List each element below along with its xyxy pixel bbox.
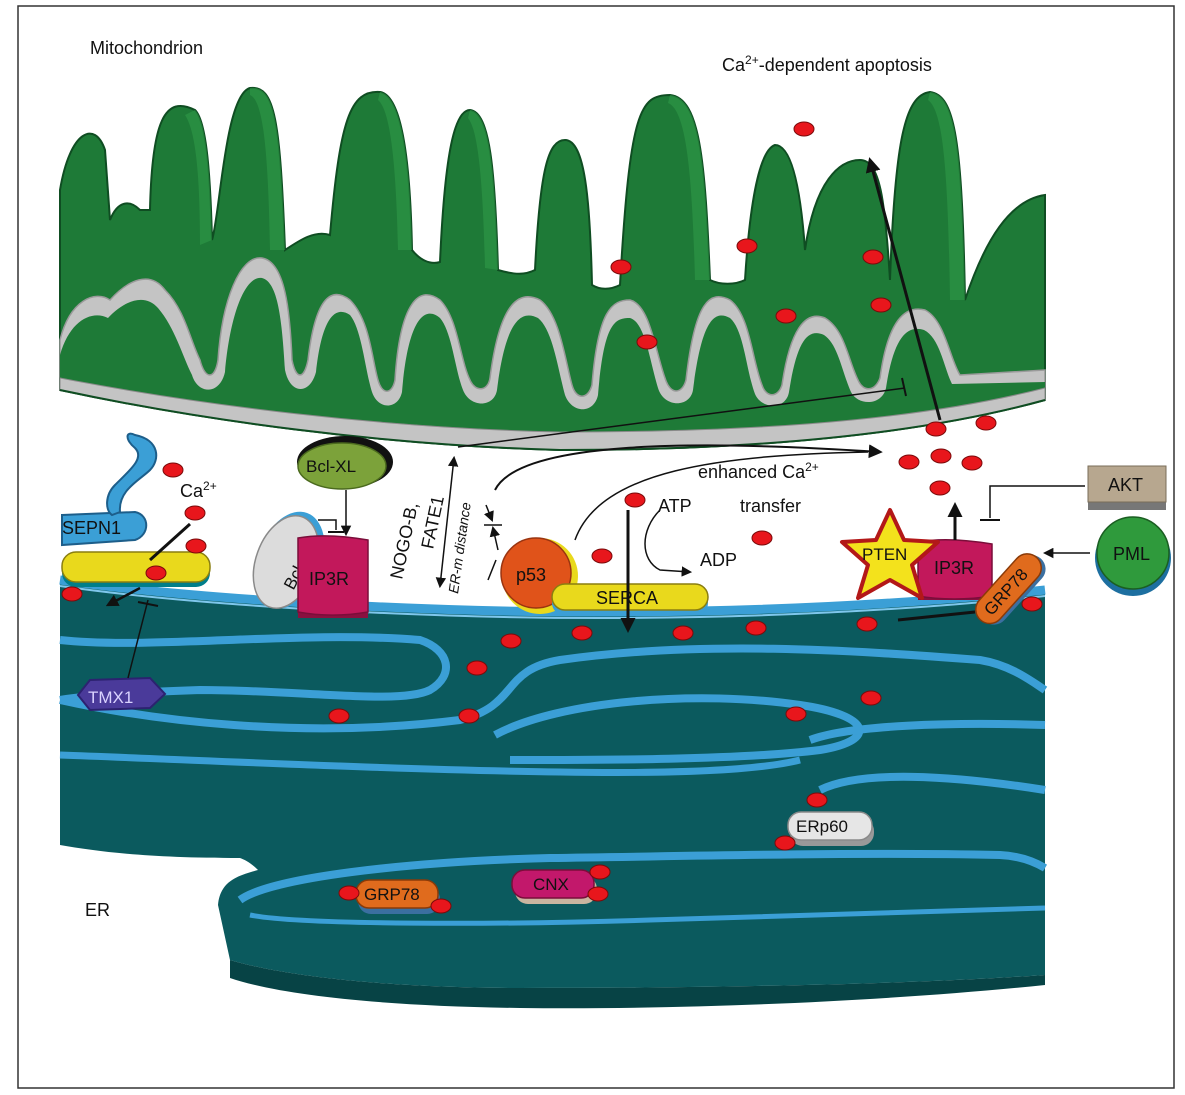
- calcium-ion: [871, 298, 891, 312]
- ip3r-left-label: IP3R: [309, 569, 349, 589]
- calcium-ion: [1022, 597, 1042, 611]
- calcium-ion: [163, 463, 183, 477]
- calcium-ion: [625, 493, 645, 507]
- cnx-label: CNX: [533, 875, 569, 894]
- calcium-ion: [752, 531, 772, 545]
- calcium-ion: [673, 626, 693, 640]
- serca-pump: SERCA: [552, 584, 708, 615]
- adp-label: ADP: [700, 550, 737, 570]
- p53-label: p53: [516, 565, 546, 585]
- calcium-ion: [467, 661, 487, 675]
- enhanced-transfer-label: enhanced Ca2+: [698, 460, 819, 482]
- calcium-ion: [459, 709, 479, 723]
- pten-label: PTEN: [862, 545, 907, 564]
- calcium-ion: [776, 309, 796, 323]
- erp60-protein: ERp60: [788, 812, 874, 846]
- transfer-label: transfer: [740, 496, 801, 516]
- calcium-ion: [737, 239, 757, 253]
- grp78-lumen-label: GRP78: [364, 885, 420, 904]
- akt-protein: AKT: [1088, 466, 1166, 510]
- calcium-ion: [185, 506, 205, 520]
- grp78-lumen-protein: GRP78: [356, 880, 440, 914]
- calcium-ion: [931, 449, 951, 463]
- calcium-ion: [863, 250, 883, 264]
- calcium-ion: [930, 481, 950, 495]
- sepn1-label: SEPN1: [62, 518, 121, 538]
- calcium-ion: [775, 836, 795, 850]
- calcium-ion: [962, 456, 982, 470]
- mitochondrion-label: Mitochondrion: [90, 38, 203, 58]
- tmx1-protein: TMX1: [78, 678, 165, 710]
- calcium-ion: [926, 422, 946, 436]
- tmx1-label: TMX1: [88, 688, 133, 707]
- pml-protein: PML: [1095, 517, 1171, 596]
- calcium-ion: [611, 260, 631, 274]
- calcium-ion: [62, 587, 82, 601]
- calcium-ion: [431, 899, 451, 913]
- calcium-ion: [976, 416, 996, 430]
- ip3r-right-label: IP3R: [934, 558, 974, 578]
- calcium-ion: [592, 549, 612, 563]
- atp-label: ATP: [658, 496, 692, 516]
- calcium-ion: [746, 621, 766, 635]
- calcium-ion: [329, 709, 349, 723]
- calcium-ion: [146, 566, 166, 580]
- calcium-ion: [899, 455, 919, 469]
- calcium-ion: [572, 626, 592, 640]
- ip3r-left-channel: IP3R: [298, 536, 368, 618]
- left-yellow-pump: [62, 552, 210, 587]
- cnx-protein: CNX: [512, 870, 597, 904]
- bclxl-label: Bcl-XL: [306, 457, 356, 476]
- pml-label: PML: [1113, 544, 1150, 564]
- calcium-ion: [588, 887, 608, 901]
- calcium-ion: [807, 793, 827, 807]
- calcium-ion: [637, 335, 657, 349]
- calcium-ion: [590, 865, 610, 879]
- calcium-ion: [786, 707, 806, 721]
- er-label: ER: [85, 900, 110, 920]
- calcium-ion: [794, 122, 814, 136]
- calcium-ion: [339, 886, 359, 900]
- calcium-ion: [857, 617, 877, 631]
- erp60-label: ERp60: [796, 817, 848, 836]
- calcium-ion: [861, 691, 881, 705]
- akt-label: AKT: [1108, 475, 1143, 495]
- calcium-ion: [186, 539, 206, 553]
- calcium-ion: [501, 634, 521, 648]
